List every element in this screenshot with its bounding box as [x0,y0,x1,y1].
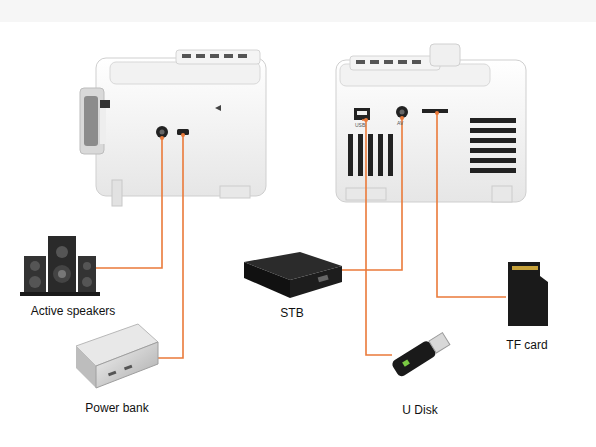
port-label: AV [397,120,403,126]
device-label: Power bank [52,401,182,415]
device-label: U Disk [368,403,472,417]
speaker-illustration [20,236,100,296]
device-node: U Disk [388,326,452,417]
set-top-box-illustration [244,252,342,298]
microsd-illustration [508,262,548,326]
device-label: Active speakers [0,304,148,318]
usb-stick-illustration [390,331,450,378]
device-node: Power bank [72,320,162,415]
device-label: STB [220,306,364,320]
projector-side-view [80,50,266,206]
device-node: Active speakers [18,230,128,318]
port-label: USB [355,122,365,128]
power-bank-illustration [76,324,158,388]
wire-dot [160,111,439,140]
device-node: TF card [500,256,554,352]
projector-rear-view [336,44,526,202]
device-node: STB [240,248,344,320]
background-band [0,0,596,22]
connection-wire [96,113,506,358]
device-label: TF card [480,338,574,352]
